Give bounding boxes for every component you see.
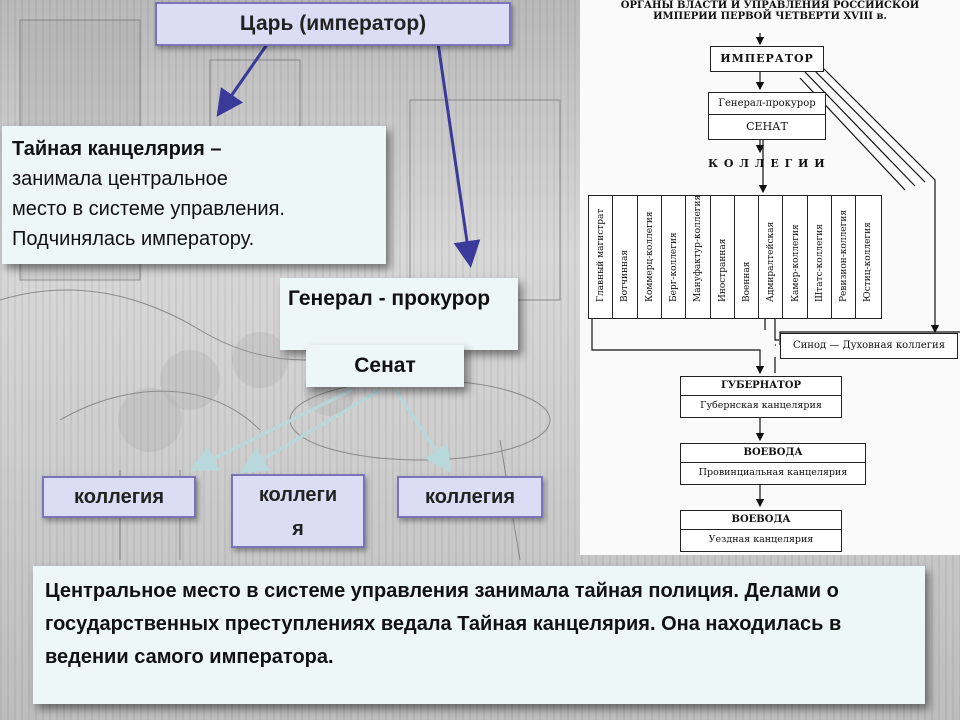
scheme-collegium-11: Ревизион-коллегия (831, 195, 858, 319)
scheme-collegium-9: Камер-коллегия (782, 195, 809, 319)
scheme-collegium-3: Коммерц-коллегия (636, 195, 663, 319)
procurator-callout: Генерал - прокурор (280, 278, 518, 350)
collegium-label-2a: коллеги (258, 484, 338, 506)
scheme-collegium-label-5: Мануфактур-коллегия (693, 194, 704, 302)
scheme-voevoda-uezd: ВОЕВОДА Уездная канцелярия (680, 510, 842, 552)
collegium-box-2: коллеги я (231, 474, 365, 548)
scheme-collegium-4: Берг-коллегия (660, 195, 688, 319)
arrow-senate-to-collegium1 (189, 388, 353, 471)
scheme-collegium-label-4: Берг-коллегия (669, 232, 680, 302)
scheme-collegium-label-1: Главный магистрат (596, 208, 607, 302)
collegium-box-3: коллегия (397, 476, 543, 518)
collegium-label-1: коллегия (73, 486, 165, 508)
scheme-collegium-8: Адмиралтейская (758, 195, 785, 319)
scheme-emperor: ИМПЕРАТОР (710, 46, 824, 72)
scheme-collegium-2: Вотчинная (612, 195, 639, 319)
scheme-governor: ГУБЕРНАТОР Губернская канцелярия (680, 376, 842, 418)
scheme-collegia-header: К О Л Л Е Г И И (708, 157, 826, 170)
secret-chancellery-callout: Тайная канцелярия – занимала центральное… (2, 126, 386, 264)
scheme-senate: СЕНАТ (708, 114, 826, 140)
scheme-title-line-2: ИМПЕРИИ ПЕРВОЙ ЧЕТВЕРТИ XVIII в. (653, 11, 887, 22)
secret-chancellery-dash: – (204, 138, 222, 160)
scheme-collegium-12: Юстиц-коллегия (855, 195, 882, 319)
secret-chancellery-title: Тайная канцелярия (12, 138, 205, 160)
scheme-collegium-label-11: Ревизион-коллегия (839, 209, 850, 302)
scheme-title-line-1: ОРГАНЫ ВЛАСТИ И УПРАВЛЕНИЯ РОССИЙСКОЙ (620, 0, 920, 11)
scheme-collegium-label-6: Иностранная (717, 238, 728, 302)
scheme-voevoda-uezd-title: ВОЕВОДА (681, 511, 841, 530)
secret-line-3: Подчинялась императору. (12, 228, 255, 250)
secret-line-2: место в системе управления. (12, 198, 285, 220)
tsar-label: Царь (император) (239, 12, 427, 35)
scheme-collegium-label-8: Адмиралтейская (766, 221, 777, 302)
senate-callout: Сенат (306, 345, 464, 387)
scheme-collegium-label-10: Штатс-коллегия (814, 224, 825, 302)
summary-callout: Центральное место в системе управления з… (33, 566, 925, 704)
scheme-synod: Синод — Духовная коллегия (780, 333, 958, 359)
arrow-senate-to-collegium2 (239, 388, 381, 474)
government-scheme: ОРГАНЫ ВЛАСТИ И УПРАВЛЕНИЯ РОССИЙСКОЙ ИМ… (580, 0, 960, 555)
scheme-voevoda-province-office: Провинциальная канцелярия (698, 467, 848, 478)
procurator-label: Генерал - прокурор (288, 287, 491, 310)
collegium-label-2b: я (292, 518, 304, 540)
collegium-box-1: коллегия (42, 476, 196, 518)
scheme-collegium-1: Главный магистрат (588, 195, 615, 319)
scheme-collegium-label-9: Камер-коллегия (790, 224, 801, 302)
secret-line-1: занимала центральное (12, 168, 228, 190)
scheme-collegium-label-12: Юстиц-коллегия (863, 222, 874, 302)
scheme-collegium-5: Мануфактур-коллегия (685, 194, 712, 319)
arrow-tsar-to-secret (216, 42, 270, 117)
scheme-governor-office: Губернская канцелярия (700, 400, 822, 411)
summary-text: Центральное место в системе управления з… (45, 580, 842, 668)
scheme-voevoda-province: ВОЕВОДА Провинциальная канцелярия (680, 443, 866, 485)
arrow-tsar-to-procurator (436, 42, 481, 268)
scheme-collegium-label-3: Коммерц-коллегия (644, 211, 655, 303)
scheme-collegium-label-7: Военная (741, 261, 752, 302)
scheme-collegium-6: Иностранная (709, 195, 736, 319)
scheme-voevoda-uezd-office: Уездная канцелярия (708, 534, 814, 545)
scheme-collegium-7: Военная (733, 195, 761, 319)
collegium-label-3: коллегия (424, 486, 516, 508)
tsar-box: Царь (император) (155, 2, 511, 46)
senate-label: Сенат (354, 354, 416, 377)
scheme-collegium-10: Штатс-коллегия (806, 195, 833, 319)
arrow-senate-to-collegium3 (393, 389, 452, 473)
scheme-governor-title: ГУБЕРНАТОР (681, 377, 841, 396)
scheme-general-procurator: Генерал-прокурор (708, 92, 826, 116)
scheme-voevoda-province-title: ВОЕВОДА (681, 444, 865, 463)
scheme-collegium-label-2: Вотчинная (620, 249, 631, 302)
